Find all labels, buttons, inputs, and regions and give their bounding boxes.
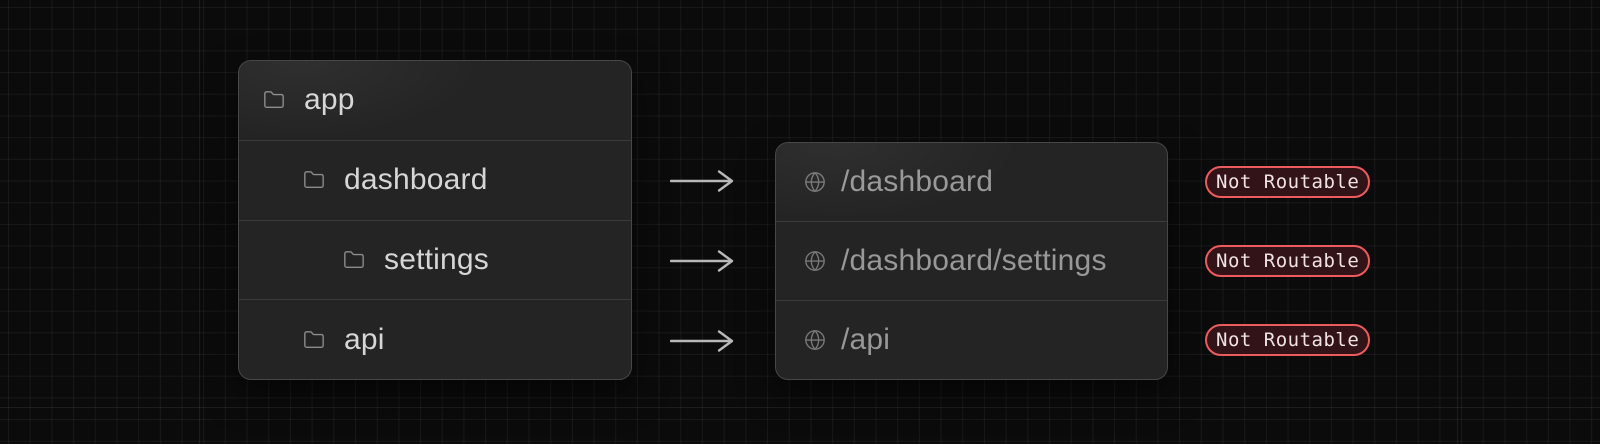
grid-accent-line [0, 407, 1600, 408]
arrow-right-icon [669, 248, 738, 274]
route-row-dashboard-settings: /dashboard/settings [776, 221, 1167, 300]
folder-tree-card: app dashboard settings api [238, 60, 632, 380]
tree-row-api: api [239, 299, 631, 379]
folder-icon [343, 249, 365, 271]
tree-item-label: settings [384, 242, 489, 276]
globe-icon [804, 171, 826, 193]
arrow-right-icon [669, 168, 738, 194]
status-badge-not-routable: Not Routable [1205, 245, 1371, 277]
route-path-label: /dashboard/settings [841, 244, 1107, 277]
folder-icon [303, 169, 325, 191]
tree-row-app: app [239, 61, 631, 140]
globe-icon [804, 250, 826, 272]
route-path-label: /api [841, 323, 891, 356]
route-path-label: /dashboard [841, 165, 994, 198]
status-badge-not-routable: Not Routable [1205, 166, 1371, 198]
tree-row-settings: settings [239, 219, 631, 300]
globe-icon [804, 329, 826, 351]
tree-row-dashboard: dashboard [239, 139, 631, 220]
tree-item-label: app [304, 83, 355, 117]
route-row-api: /api [776, 300, 1167, 379]
status-badge-not-routable: Not Routable [1205, 324, 1371, 356]
route-row-dashboard: /dashboard [776, 143, 1167, 221]
arrow-right-icon [669, 328, 738, 354]
folder-icon [263, 89, 285, 111]
tree-item-label: dashboard [344, 163, 488, 197]
grid-accent-line [1457, 0, 1458, 444]
folder-icon [303, 329, 325, 351]
routes-card: /dashboard /dashboard/settings /api [775, 142, 1168, 380]
tree-item-label: api [344, 322, 385, 356]
grid-accent-line [199, 0, 200, 444]
